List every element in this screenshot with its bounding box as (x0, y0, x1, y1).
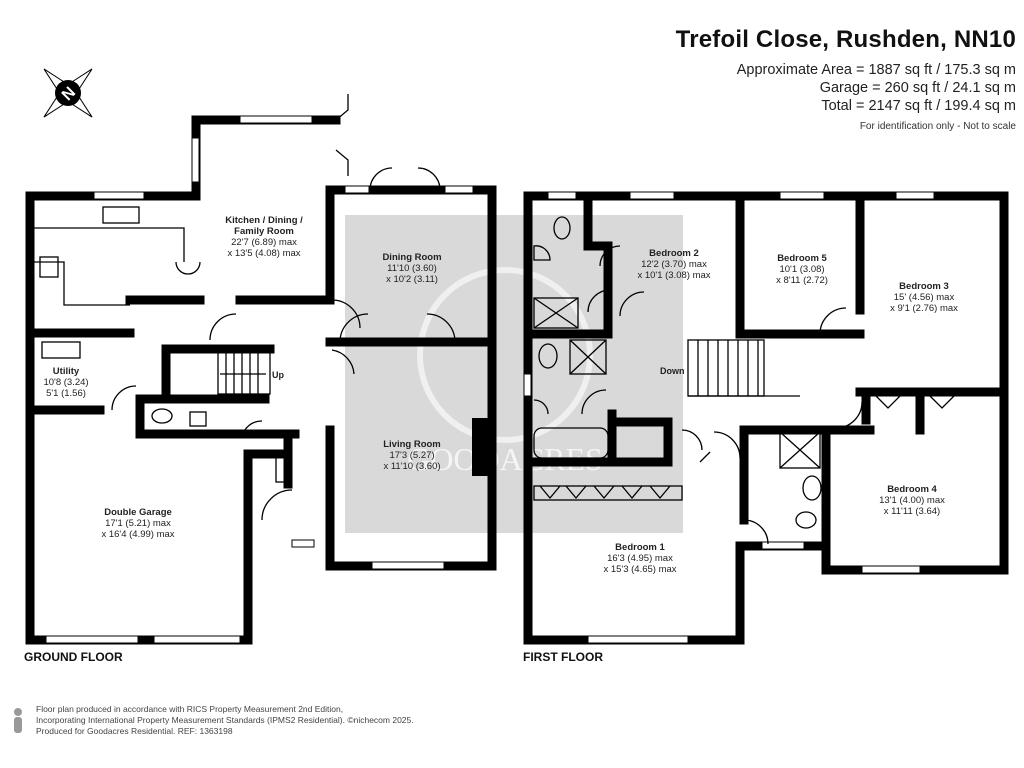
first-stairs (687, 339, 800, 397)
ground-floor-fittings (34, 94, 488, 521)
footer-line-1: Floor plan produced in accordance with R… (36, 704, 344, 714)
ground-floor-label: GROUND FLOOR (24, 650, 123, 664)
approximate-area: Approximate Area = 1887 sq ft / 175.3 sq… (736, 62, 1016, 78)
room-bedroom-1: Bedroom 1 16'3 (4.95) max x 15'3 (4.65) … (603, 542, 677, 575)
first-floor-windows (523, 191, 935, 644)
room-kitchen-dining-family: Kitchen / Dining / Family Room 22'7 (6.8… (225, 215, 303, 259)
room-bedroom-5: Bedroom 5 10'1 (3.08) x 8'11 (2.72) (776, 253, 828, 286)
plan-title: Trefoil Close, Rushden, NN10 (675, 26, 1016, 53)
watermark-logo: GOODACRES (345, 215, 683, 533)
room-utility: Utility 10'8 (3.24) 5'1 (1.56) (43, 366, 89, 399)
footer-line-3: Produced for Goodacres Residential. REF:… (36, 726, 233, 736)
footer-line-2: Incorporating International Property Mea… (36, 715, 414, 725)
first-floor-label: FIRST FLOOR (523, 650, 603, 664)
room-double-garage: Double Garage 17'1 (5.21) max x 16'4 (4.… (101, 507, 175, 540)
stairs-down-label: Down (660, 366, 685, 376)
ground-floor-windows (45, 115, 474, 644)
scale-note: For identification only - Not to scale (859, 121, 1016, 132)
stairs-up-label: Up (272, 370, 284, 380)
room-bedroom-4: Bedroom 4 13'1 (4.00) max x 11'11 (3.64) (879, 484, 945, 517)
room-bedroom-2: Bedroom 2 12'2 (3.70) max x 10'1 (3.08) … (637, 248, 711, 281)
first-floor-fittings (533, 216, 955, 545)
garage-area: Garage = 260 sq ft / 24.1 sq m (819, 80, 1016, 96)
compass-rose-icon: N (43, 68, 93, 118)
ground-stairs (217, 351, 271, 395)
total-area: Total = 2147 sq ft / 199.4 sq m (821, 98, 1016, 114)
room-living: Living Room 17'3 (5.27) x 11'10 (3.60) (383, 439, 441, 472)
room-bedroom-3: Bedroom 3 15' (4.56) max x 9'1 (2.76) ma… (890, 281, 958, 314)
footer-credits: Floor plan produced in accordance with R… (36, 704, 414, 737)
person-icon (14, 708, 22, 733)
room-dining: Dining Room 11'10 (3.60) x 10'2 (3.11) (382, 252, 442, 285)
